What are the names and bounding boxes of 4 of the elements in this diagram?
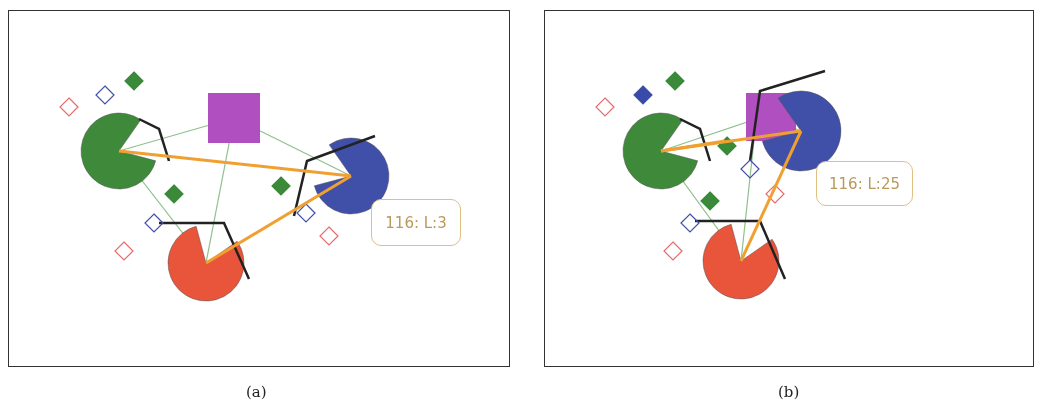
- panel-caption: (b): [778, 383, 800, 401]
- panel-caption: (a): [246, 383, 267, 401]
- status-label: 116: L:3: [371, 199, 461, 246]
- status-label: 116: L:25: [816, 161, 913, 206]
